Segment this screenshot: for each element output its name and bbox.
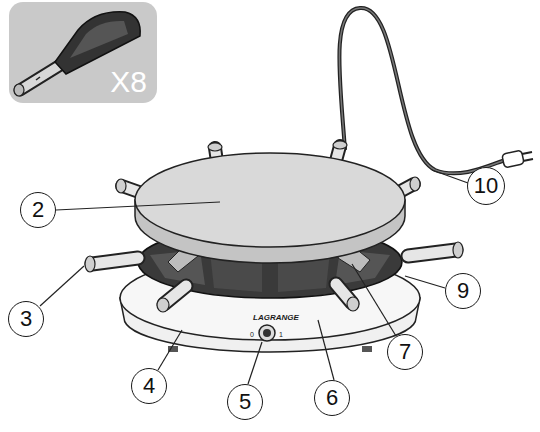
callout-number: 5	[239, 391, 251, 413]
callout-circle: 5	[227, 384, 263, 420]
inset-background	[9, 2, 157, 103]
power-switch	[259, 325, 275, 341]
callout-circle: 7	[387, 334, 423, 370]
pan-handles-front	[85, 242, 463, 312]
callout-circle: 4	[131, 368, 167, 404]
callout-circle: 10	[467, 167, 505, 205]
callout-number: 9	[457, 280, 469, 302]
callout-number: 6	[326, 387, 338, 409]
callout-circle: 3	[8, 301, 44, 337]
callout-circle: 9	[445, 273, 481, 309]
brand-name: LAGRANGE	[253, 314, 299, 322]
quantity-label: X8	[110, 67, 147, 97]
callout-circle: 2	[20, 192, 56, 228]
callout-number: 3	[20, 308, 32, 330]
grill-plate	[135, 153, 405, 263]
callout-number: 7	[399, 341, 411, 363]
switch-marking: 1	[279, 331, 283, 338]
callout-circle: 6	[314, 380, 350, 416]
callout-number: 4	[143, 375, 155, 397]
power-cable	[339, 8, 533, 173]
callout-number: 2	[32, 199, 44, 221]
callout-number: 10	[474, 175, 498, 197]
switch-marking: 0	[250, 331, 254, 338]
inset-box: X8	[9, 2, 157, 103]
leader-lines	[40, 170, 468, 384]
